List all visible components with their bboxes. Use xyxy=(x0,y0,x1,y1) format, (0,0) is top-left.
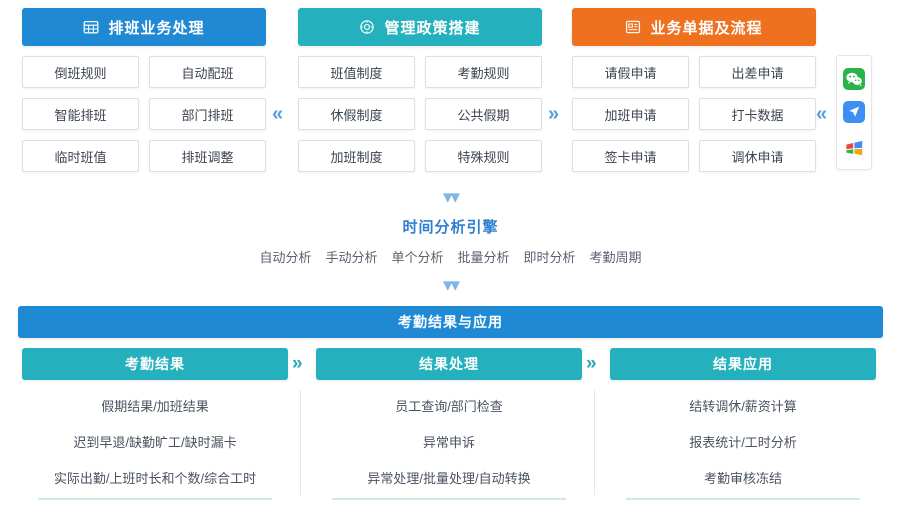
cell-policy-6[interactable]: 特殊规则 xyxy=(425,140,542,172)
cell-policy-3[interactable]: 休假制度 xyxy=(298,98,415,130)
chevron-down-icon-1: ▾▾ xyxy=(442,187,460,208)
chevron-right-icon-3: » xyxy=(586,353,597,374)
cell-scheduling-1[interactable]: 倒班规则 xyxy=(22,56,139,88)
card-divider-1 xyxy=(300,390,301,495)
cell-scheduling-2[interactable]: 自动配班 xyxy=(149,56,266,88)
engine-item-5[interactable]: 即时分析 xyxy=(523,250,576,265)
panel-policy-title: 管理政策搭建 xyxy=(384,19,481,37)
cell-documents-6[interactable]: 调休申请 xyxy=(699,140,816,172)
card-attendance-results-header: 考勤结果 xyxy=(22,348,288,380)
application-line-3: 考勤审核冻结 xyxy=(703,471,782,486)
cell-policy-2[interactable]: 考勤规则 xyxy=(425,56,542,88)
top-panels-area: 排班业务处理 倒班规则 自动配班 智能排班 部门排班 临时班值 排班调整 xyxy=(0,0,901,182)
cell-documents-5[interactable]: 签卡申请 xyxy=(572,140,689,172)
cell-scheduling-4[interactable]: 部门排班 xyxy=(149,98,266,130)
cell-policy-5[interactable]: 加班制度 xyxy=(298,140,415,172)
cell-documents-1[interactable]: 请假申请 xyxy=(572,56,689,88)
cell-policy-1[interactable]: 班值制度 xyxy=(298,56,415,88)
cell-scheduling-6[interactable]: 排班调整 xyxy=(149,140,266,172)
windows-icon[interactable] xyxy=(843,135,865,157)
card-underline-2 xyxy=(332,498,566,500)
chevron-down-icon-2: ▾▾ xyxy=(442,275,460,296)
gear-icon xyxy=(359,19,375,35)
panel-documents: 业务单据及流程 请假申请 出差申请 加班申请 打卡数据 签卡申请 调休申请 xyxy=(572,8,816,172)
integration-app-rail xyxy=(836,55,872,170)
card-divider-2 xyxy=(594,390,595,495)
card-underline-1 xyxy=(38,498,272,500)
panel-documents-grid: 请假申请 出差申请 加班申请 打卡数据 签卡申请 调休申请 xyxy=(572,56,816,172)
processing-line-3: 异常处理/批量处理/自动转换 xyxy=(367,471,531,486)
cell-scheduling-3[interactable]: 智能排班 xyxy=(22,98,139,130)
engine-title: 时间分析引擎 xyxy=(402,219,499,236)
processing-line-2: 异常申诉 xyxy=(422,435,475,450)
card-attendance-results-body: 假期结果/加班结果 迟到早退/缺勤旷工/缺时漏卡 实际出勤/上班时长和个数/综合… xyxy=(22,396,288,487)
chevron-right-icon-1: » xyxy=(548,103,560,125)
panel-scheduling-header: 排班业务处理 xyxy=(22,8,266,46)
card-result-processing-header: 结果处理 xyxy=(316,348,582,380)
panel-policy: 管理政策搭建 班值制度 考勤规则 休假制度 公共假期 加班制度 特殊规则 xyxy=(298,8,542,172)
panel-scheduling-title: 排班业务处理 xyxy=(108,19,205,37)
panel-documents-header: 业务单据及流程 xyxy=(572,8,816,46)
result-line-1: 假期结果/加班结果 xyxy=(101,399,209,414)
cell-documents-4[interactable]: 打卡数据 xyxy=(699,98,816,130)
engine-item-3[interactable]: 单个分析 xyxy=(391,250,444,265)
form-icon xyxy=(625,19,641,35)
analysis-engine-section: ▾▾ 时间分析引擎 自动分析 手动分析 单个分析 批量分析 即时分析 考勤周期 … xyxy=(0,182,901,300)
engine-item-1[interactable]: 自动分析 xyxy=(259,250,312,265)
panel-scheduling-grid: 倒班规则 自动配班 智能排班 部门排班 临时班值 排班调整 xyxy=(22,56,266,172)
card-result-application: 结果应用 结转调休/薪资计算 报表统计/工时分析 考勤审核冻结 xyxy=(610,348,876,500)
calendar-icon xyxy=(83,19,99,35)
result-line-3: 实际出勤/上班时长和个数/综合工时 xyxy=(53,471,257,486)
card-result-processing-body: 员工查询/部门检查 异常申诉 异常处理/批量处理/自动转换 xyxy=(316,396,582,487)
card-result-processing: 结果处理 员工查询/部门检查 异常申诉 异常处理/批量处理/自动转换 xyxy=(316,348,582,500)
chevron-left-icon-1: « xyxy=(272,103,284,125)
cell-documents-3[interactable]: 加班申请 xyxy=(572,98,689,130)
cell-documents-2[interactable]: 出差申请 xyxy=(699,56,816,88)
application-line-1: 结转调休/薪资计算 xyxy=(689,399,797,414)
panel-scheduling: 排班业务处理 倒班规则 自动配班 智能排班 部门排班 临时班值 排班调整 xyxy=(22,8,266,172)
processing-line-1: 员工查询/部门检查 xyxy=(395,399,503,414)
dingtalk-icon[interactable] xyxy=(843,101,865,124)
panel-policy-grid: 班值制度 考勤规则 休假制度 公共假期 加班制度 特殊规则 xyxy=(298,56,542,172)
chevron-right-icon-2: » xyxy=(292,353,303,374)
engine-item-6[interactable]: 考勤周期 xyxy=(589,250,642,265)
cell-policy-4[interactable]: 公共假期 xyxy=(425,98,542,130)
results-banner: 考勤结果与应用 xyxy=(18,306,883,338)
cell-scheduling-5[interactable]: 临时班值 xyxy=(22,140,139,172)
card-result-application-header: 结果应用 xyxy=(610,348,876,380)
panel-policy-header: 管理政策搭建 xyxy=(298,8,542,46)
panel-documents-title: 业务单据及流程 xyxy=(650,19,763,37)
engine-items: 自动分析 手动分析 单个分析 批量分析 即时分析 考勤周期 xyxy=(0,247,901,266)
wechat-icon[interactable] xyxy=(843,67,865,90)
card-attendance-results: 考勤结果 假期结果/加班结果 迟到早退/缺勤旷工/缺时漏卡 实际出勤/上班时长和… xyxy=(22,348,288,500)
application-line-2: 报表统计/工时分析 xyxy=(689,435,797,450)
card-underline-3 xyxy=(626,498,860,500)
result-line-2: 迟到早退/缺勤旷工/缺时漏卡 xyxy=(73,435,237,450)
engine-item-4[interactable]: 批量分析 xyxy=(457,250,510,265)
chevron-left-icon-2: « xyxy=(816,103,828,125)
engine-item-2[interactable]: 手动分析 xyxy=(325,250,378,265)
card-result-application-body: 结转调休/薪资计算 报表统计/工时分析 考勤审核冻结 xyxy=(610,396,876,487)
results-cards-area: » » 考勤结果 假期结果/加班结果 迟到早退/缺勤旷工/缺时漏卡 实际出勤/上… xyxy=(0,348,901,516)
